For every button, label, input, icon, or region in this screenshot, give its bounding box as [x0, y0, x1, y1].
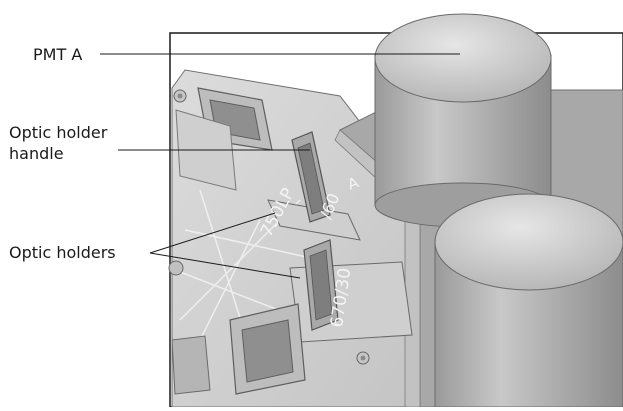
pmt-cylinder-icon [374, 13, 552, 228]
pmt-cylinder-secondary-icon [434, 193, 623, 408]
label-optic-holders: Optic holders [9, 243, 116, 262]
optic-holder-lower-handle [289, 239, 413, 343]
label-optic-holder-handle: Optic holder handle [9, 122, 107, 164]
optic-holder-handle-icon [267, 131, 361, 241]
leader-line-holder-1 [149, 212, 276, 254]
leader-line-holder-2 [149, 252, 301, 279]
label-pmt-a: PMT A [33, 45, 83, 64]
optic-holder-bottom [171, 303, 306, 395]
leader-lines [100, 53, 460, 279]
label-handle-line2: handle [9, 144, 64, 163]
screw-icon [168, 89, 370, 365]
label-handle-line1: Optic holder [9, 123, 108, 142]
